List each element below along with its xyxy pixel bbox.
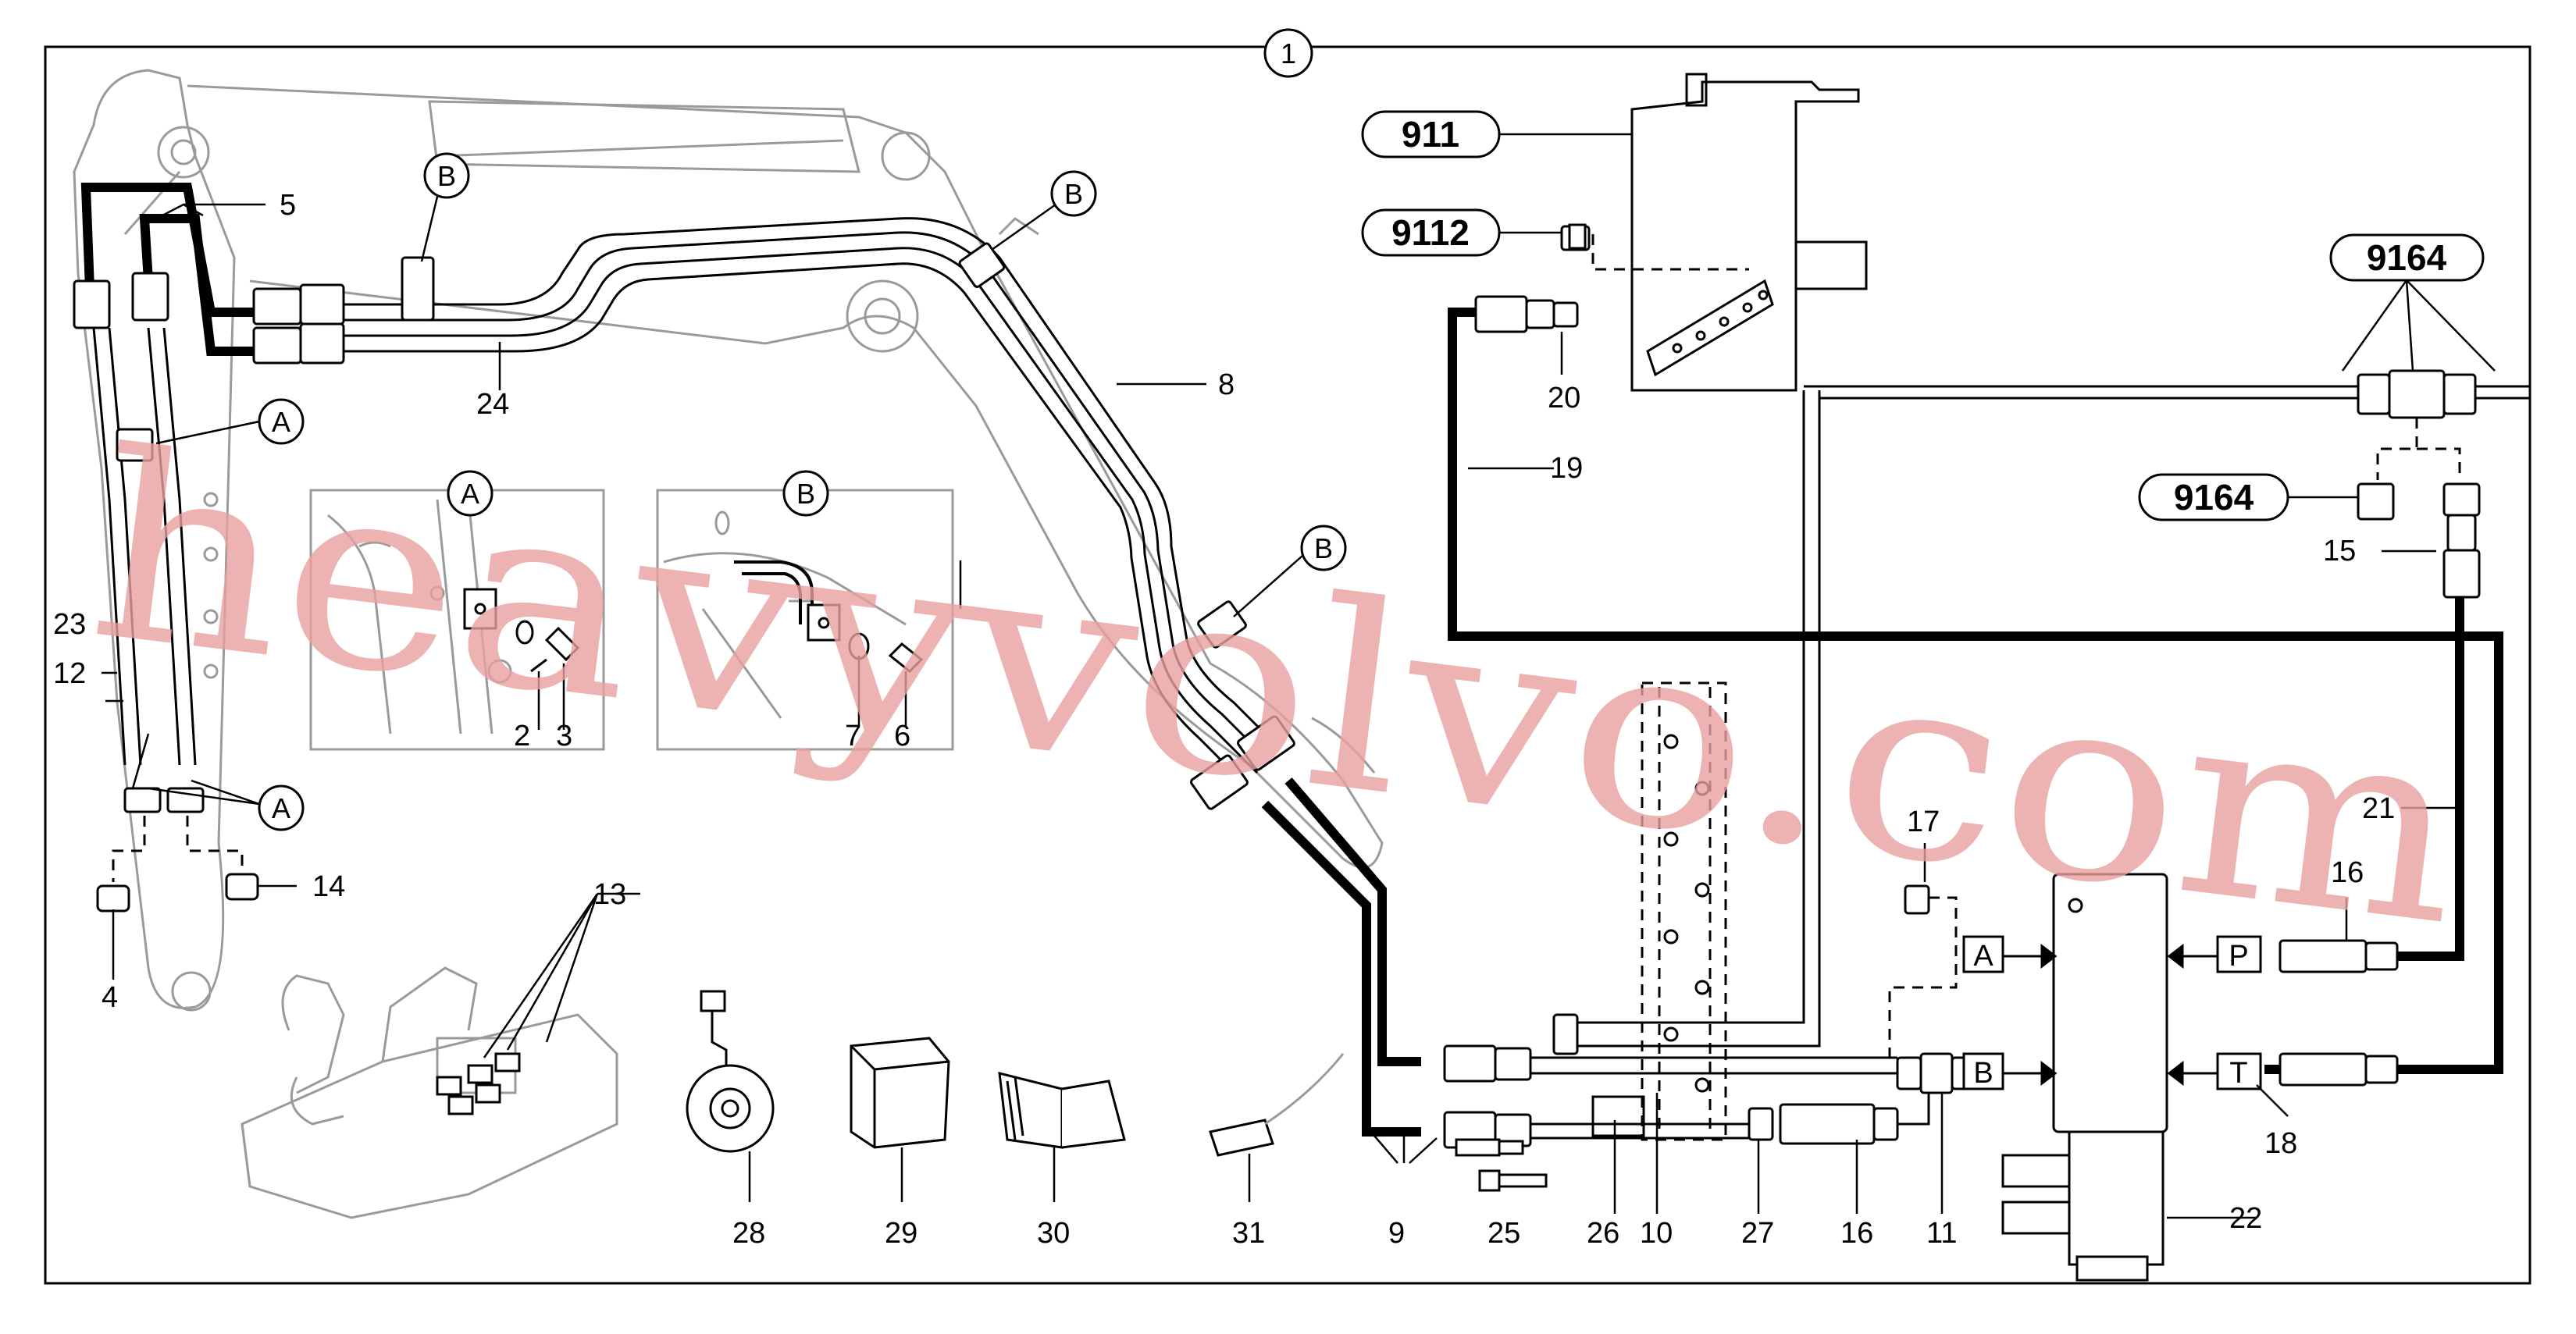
part-15: 15	[2323, 535, 2356, 567]
part-13: 13	[593, 878, 626, 911]
watermark: heavyvolvo.com	[77, 395, 2478, 983]
bracket-holes	[1663, 734, 1710, 1093]
port-label-B: B	[1973, 1057, 1993, 1090]
part-17: 17	[1907, 806, 1940, 838]
part-7: 7	[845, 720, 861, 752]
part-16b: 16	[1840, 1217, 1873, 1250]
part-3: 3	[556, 720, 572, 752]
part-12: 12	[53, 657, 86, 690]
ref-code-9164-lower: 9164	[2174, 477, 2254, 518]
dashed-leaders-left	[112, 816, 244, 882]
part-20: 20	[1548, 382, 1580, 414]
reference-pills	[1361, 110, 2485, 521]
right-fittings	[1443, 225, 2481, 1157]
part-19: 19	[1550, 452, 1583, 485]
part-27-bolt	[1478, 1169, 1548, 1192]
manual-book	[998, 1072, 1126, 1149]
part-24: 23	[53, 608, 86, 641]
marker-B-3: B	[1314, 532, 1333, 564]
marker-A-2: A	[272, 792, 290, 824]
detail-marker-leaders	[148, 196, 1303, 806]
part-14: 14	[312, 870, 345, 903]
control-console	[240, 966, 618, 1219]
reference-leaders	[1499, 133, 2496, 499]
detail-box-A-label: A	[461, 478, 479, 510]
connector-component	[1209, 1053, 1345, 1157]
console-switches	[436, 1052, 521, 1115]
port-arrows	[1999, 943, 2218, 1087]
marker-B-2: B	[1064, 178, 1083, 210]
part-20-fitting	[1568, 223, 1587, 250]
boom-hydraulic-lines	[344, 217, 1282, 786]
detail-box-B	[656, 489, 954, 751]
control-valve-block	[2001, 873, 2168, 1282]
tank-outline	[1630, 73, 1868, 392]
part-9: 9	[1388, 1217, 1405, 1250]
horn-component	[686, 990, 775, 1153]
part-22: 31	[1232, 1217, 1265, 1250]
port-label-T: T	[2229, 1057, 2247, 1090]
bold-hoses-right	[1448, 308, 2503, 1074]
bold-hoses-arm	[80, 183, 1421, 1137]
ref-code-911: 911	[1402, 114, 1459, 155]
part-2: 2	[514, 720, 530, 752]
part-6: 6	[894, 720, 910, 752]
part-26: 27	[1741, 1217, 1774, 1250]
marker-A-1: A	[272, 406, 290, 438]
part-number-labels: 5 24 8 23 12 2 3 7 6 14 4 13 20 19 15 21…	[53, 189, 2395, 1250]
part-23: 22	[2229, 1202, 2262, 1235]
part-27: 25	[1488, 1217, 1520, 1250]
part-21: 21	[2362, 792, 2395, 825]
part-11: 11	[1926, 1217, 1957, 1250]
detail-box-B-label: B	[796, 478, 815, 510]
part-18: 18	[2264, 1127, 2297, 1160]
detail-marker-circles	[258, 152, 1347, 831]
part-10: 10	[1640, 1217, 1673, 1250]
ref-code-9164-top: 9164	[2367, 237, 2447, 278]
part-25: 24	[476, 388, 509, 421]
port-label-P: P	[2229, 940, 2248, 973]
part-28: 26	[1587, 1217, 1619, 1250]
right-dashed-lines	[1641, 418, 2461, 1141]
marker-B-1: B	[437, 160, 456, 192]
tank-dash-lines	[1591, 234, 1749, 271]
part-16a: 16	[2331, 856, 2364, 889]
part-30: 29	[885, 1217, 917, 1250]
part-leader-lines	[102, 203, 2460, 1219]
part-5: 5	[280, 189, 296, 222]
sheet-number: 1	[1281, 37, 1296, 69]
arm-side-hoses	[92, 327, 197, 766]
relay-component	[850, 1037, 950, 1149]
sheet-number-circle	[1263, 28, 1313, 78]
part-8: 8	[1218, 368, 1235, 401]
part-4: 4	[102, 981, 118, 1014]
part-29: 28	[732, 1217, 765, 1250]
port-label-A: A	[1973, 940, 1993, 973]
port-label-boxes	[1962, 935, 2262, 1090]
ref-code-9112: 9112	[1391, 212, 1470, 253]
part-31: 30	[1037, 1217, 1070, 1250]
excavator-arm-outline	[73, 69, 1384, 1012]
